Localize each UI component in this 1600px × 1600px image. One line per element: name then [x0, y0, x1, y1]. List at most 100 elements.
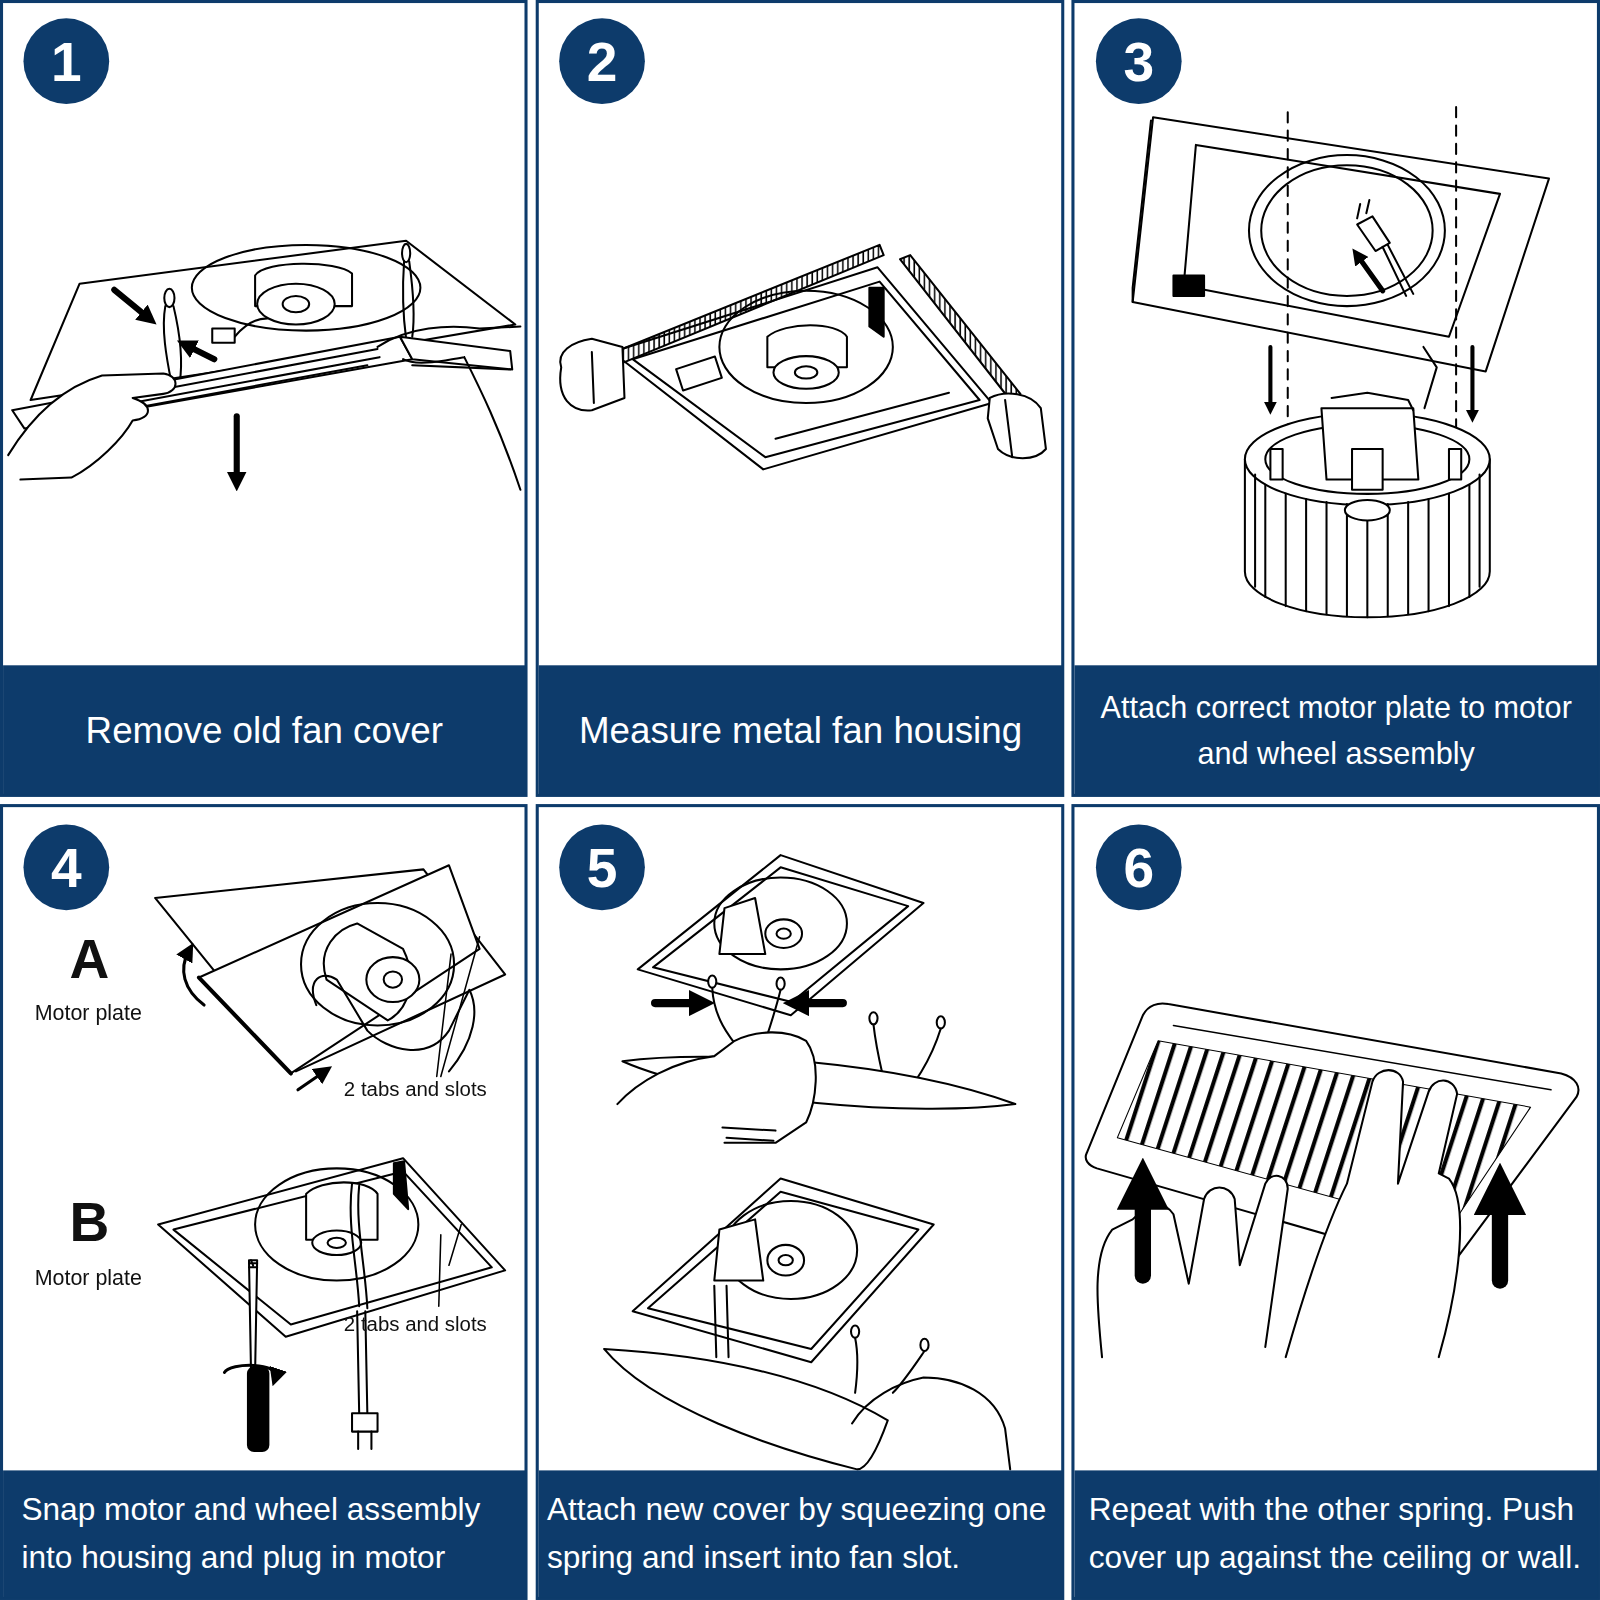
motor-install-illustration [155, 865, 505, 1451]
cover-spring-illustration-part [655, 999, 702, 1007]
panel-frames-part [2, 806, 526, 1599]
housing-measure-illustration-part [795, 366, 817, 378]
panel-frames-part [537, 806, 1063, 1599]
panel-frames-part [1073, 806, 1599, 1599]
motor-plate-illustration-part-part [1254, 474, 1256, 586]
motor-install-illustration-part [173, 1171, 491, 1324]
cover-spring-illustration-part [714, 878, 847, 970]
cover-spring-illustration-part [714, 1219, 763, 1280]
step-number-text: 5 [587, 836, 618, 899]
caption-band: Remove old fan cover [3, 665, 525, 795]
step-number: 1 [23, 18, 109, 104]
caption-band: Attach new cover by squeezing one spring… [539, 1470, 1062, 1598]
motor-install-illustration-part [249, 1260, 257, 1267]
housing-measure-illustration-part [597, 245, 884, 372]
motor-install-illustration-part [301, 903, 454, 1025]
fan-removal-illustration-part [403, 261, 414, 339]
cover-spring-illustration-part [714, 1286, 728, 1357]
motor-install-illustration-part [328, 1238, 346, 1248]
motor-plate-illustration-part-part [1285, 494, 1287, 606]
motor-install-illustration-part [366, 957, 419, 1002]
motor-plate-illustration-part [1249, 155, 1445, 306]
fan-removal-illustration-part [164, 289, 174, 307]
fan-removal-illustration-part [192, 245, 421, 331]
motor-plate-illustration-part [1357, 255, 1383, 291]
step-number-text: 1 [51, 30, 82, 93]
fan-removal-illustration-part [234, 416, 240, 481]
step-number-text: 2 [587, 30, 618, 93]
cover-spring-illustration-part [604, 1349, 888, 1469]
housing-measure-illustration-part [869, 288, 883, 337]
caption-band: Attach correct motor plate to motor and … [1074, 665, 1597, 795]
motor-install-illustration-part [437, 937, 480, 1077]
motor-plate-illustration-part [1352, 449, 1383, 490]
motor-install-illustration-part [158, 1158, 505, 1337]
cover-spring-illustration-part [779, 1255, 793, 1265]
panel-frames-part [1073, 2, 1599, 796]
sub-step-letter: A [69, 927, 109, 990]
motor-plate-illustration-part [1449, 449, 1461, 480]
motor-install-illustration-part [199, 978, 291, 1074]
caption-text: Repeat with the other spring. Push cover… [1089, 1487, 1584, 1582]
fan-removal-illustration-part [235, 318, 268, 336]
motor-plate-illustration-part-part [1479, 474, 1481, 586]
motor-plate-illustration [1133, 107, 1549, 617]
sub-step-letter: B [69, 1190, 109, 1253]
housing-measure-illustration-part [592, 352, 594, 403]
cover-spring-illustration-part [653, 867, 908, 1002]
motor-plate-illustration-part [1383, 245, 1414, 296]
housing-measure-illustration [560, 245, 1046, 469]
housing-measure-illustration-part [900, 255, 1020, 400]
motor-plate-illustration-part-part [1305, 499, 1307, 611]
caption-text: Measure metal fan housing [579, 703, 1022, 758]
step-number: 3 [1096, 18, 1182, 104]
cover-spring-illustration-part [852, 1378, 1010, 1470]
cover-spring-illustration-part [855, 1338, 924, 1393]
motor-plate-illustration-part [1173, 276, 1204, 296]
cover-spring-illustration-part [633, 1179, 934, 1363]
part-label: Motor plate [35, 1265, 142, 1289]
motor-install-illustration-part [248, 1367, 268, 1451]
fan-removal-illustration-part [283, 296, 310, 312]
step-number-text: 4 [51, 836, 82, 899]
fan-removal-illustration-part [114, 290, 149, 319]
cover-spring-illustration-part [851, 1325, 859, 1337]
motor-plate-illustration-part [1184, 145, 1500, 337]
motor-plate-illustration-part [1470, 347, 1474, 416]
motor-install-illustration-part [298, 1071, 325, 1089]
motor-install-illustration-part [439, 1224, 461, 1306]
cover-install-illustration [1086, 1003, 1579, 1357]
cover-spring-illustration-part [869, 1012, 877, 1024]
motor-plate-illustration-part-part [1264, 485, 1266, 597]
step-number: 6 [1096, 824, 1182, 910]
fan-removal-illustration-part [8, 373, 175, 479]
cover-spring-illustration-part [767, 1245, 804, 1276]
cover-install-illustration-part [1135, 1184, 1151, 1276]
part-label: Motor plate [35, 1001, 142, 1025]
motor-plate-illustration-part-part [1346, 504, 1348, 616]
caption-text: Remove old fan cover [86, 703, 443, 758]
caption-text: Attach new cover by squeezing one spring… [547, 1487, 1054, 1582]
motor-plate-illustration-part-part [1407, 502, 1409, 614]
step-number-text: 3 [1123, 30, 1154, 93]
motor-install-illustration-part [358, 1432, 371, 1449]
fan-removal-illustration-part [164, 306, 181, 384]
caption-text: Snap motor and wheel assembly into housi… [21, 1487, 507, 1582]
fan-removal-illustration-part [378, 327, 521, 490]
step-number: 5 [559, 824, 645, 910]
motor-install-illustration-part [394, 1161, 408, 1209]
fan-removal-illustration-part [400, 337, 512, 370]
cover-spring-illustration-part [777, 929, 791, 939]
motor-plate-illustration-part [1332, 393, 1414, 410]
cover-spring-illustration-part [777, 978, 785, 990]
cover-install-illustration-part [1097, 1176, 1287, 1357]
cover-spring-illustration-part [765, 919, 802, 948]
cover-install-illustration-part [1286, 1070, 1460, 1357]
step-number: 4 [23, 824, 109, 910]
cover-spring-illustration-part [722, 1128, 775, 1141]
motor-plate-illustration-part-part [1428, 499, 1430, 611]
step-number-text: 6 [1123, 836, 1154, 899]
